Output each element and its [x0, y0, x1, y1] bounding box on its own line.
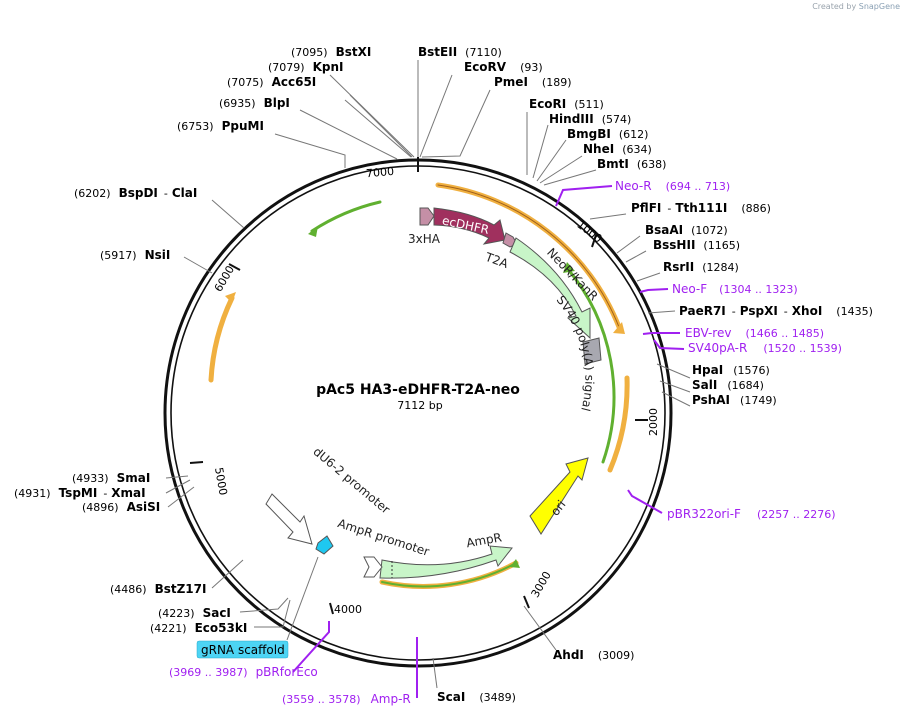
site-bstxi: (7095)BstXI [291, 45, 371, 59]
plasmid-name: pAc5 HA3-eDHFR-T2A-neo [316, 382, 520, 398]
site-pshai: PshAI(1749) [692, 393, 777, 407]
feature-neor: NeoR/KanR [509, 237, 601, 340]
primer-neo-f: Neo-F(1304 .. 1323) [672, 282, 798, 296]
site-bsshii: BssHII(1165) [653, 238, 740, 252]
site-kpni: (7079)KpnI [268, 60, 343, 74]
site-ahdi: AhdI(3009) [553, 648, 634, 662]
site-blpi: (6935)BlpI [219, 96, 290, 110]
primer-markers [292, 185, 685, 698]
feature-ampr: AmpR [379, 530, 513, 579]
primer-sv40pa-r: SV40pA-R(1520 .. 1539) [688, 341, 842, 355]
feature-ecdhfr: ecDHFR [433, 207, 506, 245]
site-pflfi-tth111i: PflFI-Tth111I(886) [631, 201, 771, 215]
primer-amp-r: (3559 .. 3578)Amp-R [282, 692, 411, 706]
credit-prefix: Created by [812, 2, 857, 11]
site-pmei: PmeI(189) [494, 75, 572, 89]
site-acc65i: (7075)Acc65I [227, 75, 316, 89]
primer-ebv-rev: EBV-rev(1466 .. 1485) [685, 326, 824, 340]
site-scai: ScaI(3489) [437, 690, 516, 704]
label-grna-scaffold: gRNA scaffold [201, 643, 285, 657]
sites-bottom: AhdI(3009) ScaI(3489) [437, 648, 634, 704]
site-bstz17i: (4486)BstZ17I [110, 582, 206, 596]
site-ecori: EcoRI(511) [529, 97, 604, 111]
tick-6000: 6000 [212, 263, 237, 294]
credit-brand: SnapGene [858, 2, 900, 11]
primer-pbr322ori-f: pBR322ori-F(2257 .. 2276) [667, 507, 836, 521]
site-ppumi: (6753)PpuMI [177, 119, 264, 133]
tick-1000: 1000 [574, 218, 604, 245]
site-bmgbi: BmgBI(612) [567, 127, 648, 141]
site-rsrii: RsrII(1284) [663, 260, 739, 274]
tick-7000: 7000 [366, 165, 395, 180]
feature-ori: ori [529, 457, 589, 535]
site-bsteii: BstEII(7110) [418, 45, 502, 59]
site-nhei: NheI(634) [583, 142, 652, 156]
site-nsii: (5917)NsiI [100, 248, 170, 262]
site-bsaai: BsaAI(1072) [645, 223, 728, 237]
site-bspdi-clai: (6202)BspDI-ClaI [74, 186, 197, 200]
tick-2000: 2000 [647, 408, 660, 436]
site-sali: SalI(1684) [692, 378, 764, 392]
plasmid-length: 7112 bp [397, 399, 442, 412]
site-hpai: HpaI(1576) [692, 363, 770, 377]
sites-top: (7095)BstXI (7079)KpnI (7075)Acc65I (693… [177, 45, 572, 133]
site-smai: (4933)SmaI [72, 471, 150, 485]
site-bmti: BmtI(638) [597, 157, 666, 171]
label-3xha: 3xHA [408, 232, 441, 246]
tick-4000: 4000 [334, 603, 362, 616]
site-paer7i-pspxi-xhoi: PaeR7I-PspXI-XhoI(1435) [679, 304, 873, 318]
primers: Neo-R(694 .. 713) Neo-F(1304 .. 1323) EB… [169, 179, 842, 706]
ticks [189, 157, 648, 615]
feature-grna-arrow [315, 535, 334, 555]
tick-3000: 3000 [529, 569, 554, 600]
primer-pbrforeco: (3969 .. 3987)pBRforEco [169, 665, 318, 679]
site-leaders [165, 60, 691, 689]
feature-3xha: 3xHA [408, 207, 441, 246]
site-tspmi-xmai: (4931)TspMI-XmaI [14, 486, 146, 500]
site-asisi: (4896)AsiSI [82, 500, 160, 514]
grna-scaffold-label: gRNA scaffold [196, 640, 289, 659]
label-t2a: T2A [483, 250, 511, 272]
orf-arcs [208, 182, 630, 589]
label-ampr-promoter: AmpR promoter [336, 516, 431, 559]
orf-arrowheads [225, 226, 625, 568]
snapgene-credit: Created by SnapGene [812, 2, 900, 11]
sites-right: EcoRI(511) HindIII(574) BmgBI(612) NheI(… [529, 97, 873, 407]
site-ecorv: EcoRV(93) [464, 60, 543, 74]
site-saci: (4223)SacI [158, 606, 231, 620]
primer-neo-r: Neo-R(694 .. 713) [615, 179, 730, 193]
site-hindiii: HindIII(574) [549, 112, 631, 126]
tick-5000: 5000 [212, 466, 230, 496]
sites-left: (6202)BspDI-ClaI (5917)NsiI (4933)SmaI (… [14, 186, 247, 635]
label-ampr: AmpR [465, 530, 503, 550]
label-du6-promoter: dU6-2 promoter [311, 444, 393, 516]
site-eco53ki: (4221)Eco53kI [150, 621, 247, 635]
